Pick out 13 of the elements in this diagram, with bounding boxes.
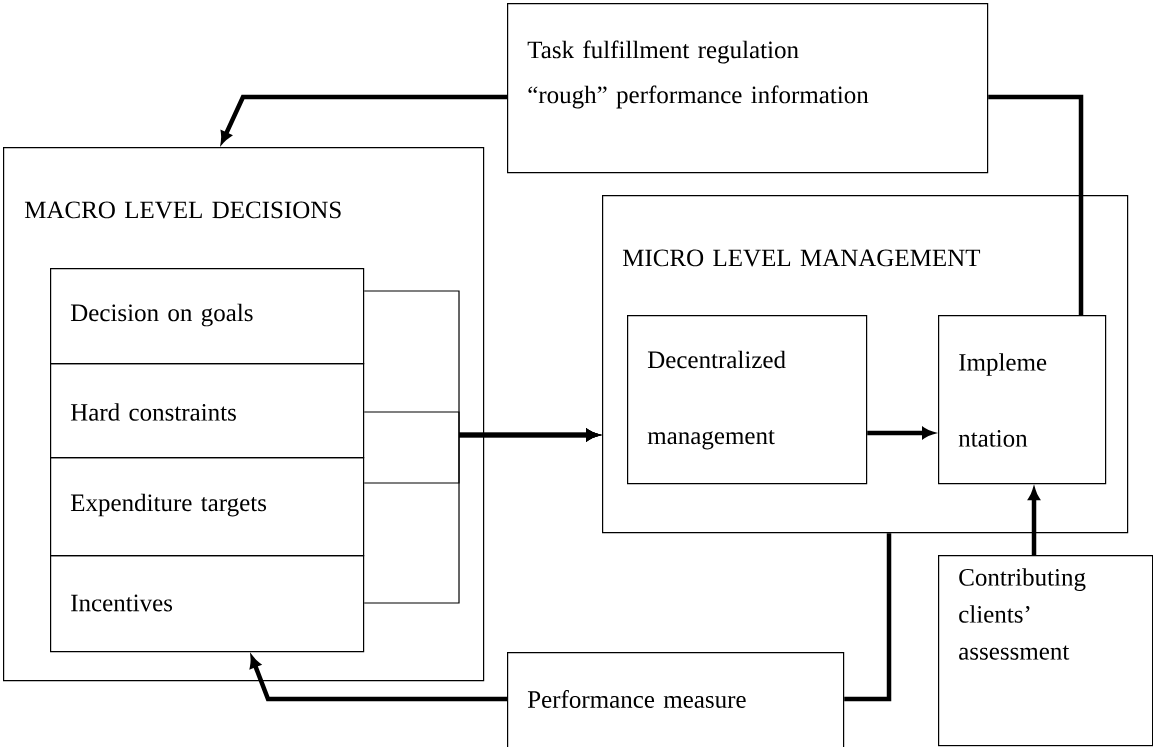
process-box: Impleme ntation (938, 315, 1107, 485)
list-row: Decision on goals (50, 268, 365, 365)
process-box: Performance measure (507, 652, 845, 747)
list-row: Hard constraints (50, 363, 365, 459)
connector-line (988, 94, 1084, 315)
list-row: Incentives (50, 555, 365, 653)
process-box: Decentralized management (627, 315, 868, 485)
arrow (249, 655, 507, 702)
process-box: Contributing clients’ assessment (938, 555, 1153, 747)
text-box: Task fulfillment regulation “rough” performance information (507, 3, 989, 174)
arrow (220, 94, 507, 144)
connector-line (844, 533, 892, 702)
list-row: Expenditure targets (50, 457, 365, 557)
